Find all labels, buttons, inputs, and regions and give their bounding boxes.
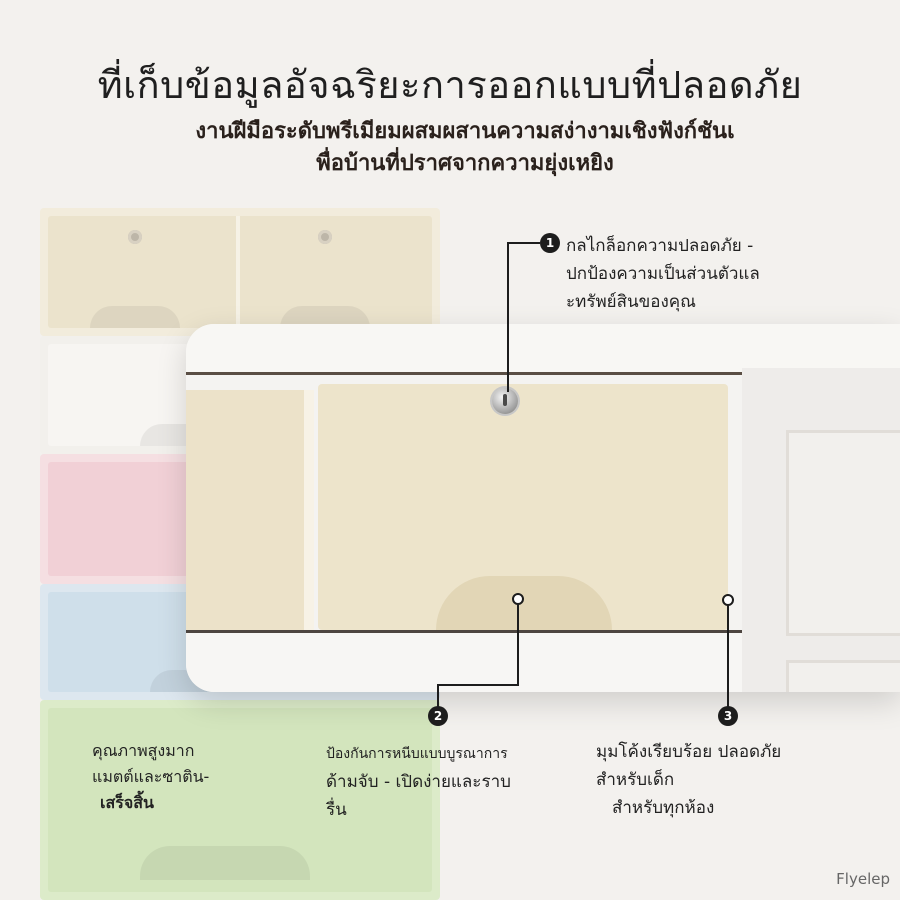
callout-badge-1: 1 [540,233,560,253]
callout-text-lock: กลไกล็อกความปลอดภัย - ปกป้องความเป็นส่วน… [566,236,760,312]
keyhole-icon [128,230,142,244]
callout-badge-2: 2 [428,706,448,726]
drawer-tier-green [40,700,440,900]
page-title: ที่เก็บข้อมูลอัจฉริยะการออกแบบที่ปลอดภัย [97,63,803,107]
cabinet-side-panel [742,368,900,692]
subtitle-line: งานฝีมือระดับพรีเมียมผสมผสานความสง่างามเ… [195,119,735,144]
callout-badge-3: 3 [718,706,738,726]
drawer-tier-cream [40,208,440,336]
callout-text-corners: มุมโค้งเรียบร้อย ปลอดภัย สำหรับเด็ก สำหร… [596,742,782,818]
keyhole-icon [318,230,332,244]
drawer-closeup [186,324,900,692]
callout-text-handle: ป้องกันการหนีบแบบบูรณาการ ด้ามจับ - เปิด… [326,746,511,820]
brand-watermark: Flyelep [836,870,890,888]
page-subtitle: งานฝีมือระดับพรีเมียมผสมผสานความสง่างามเ… [70,116,860,180]
subtitle-line: พื่อบ้านที่ปราศจากความยุ่งเหยิง [316,151,614,176]
lock-icon [492,388,518,414]
drawer-handle [436,576,612,630]
quality-finish-text: คุณภาพสูงมาก แมตต์และซาติน- เสร็จสิ้น [92,741,210,812]
